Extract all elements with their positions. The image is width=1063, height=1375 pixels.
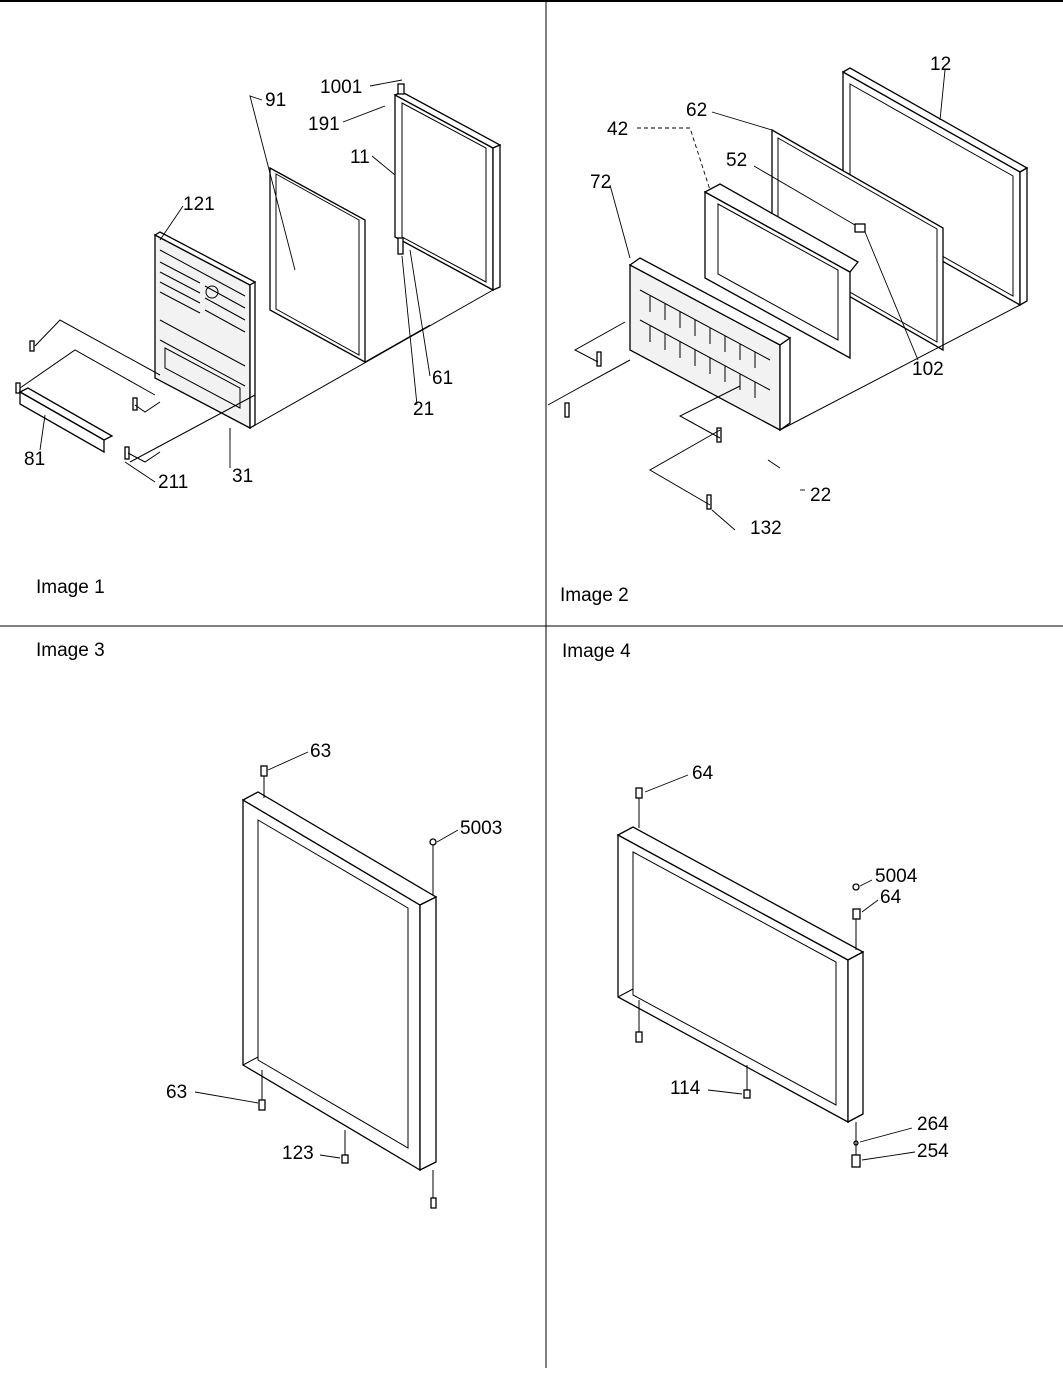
callout-81: 81 [24, 449, 45, 470]
callout-21: 21 [413, 399, 434, 420]
callout-1001: 1001 [320, 77, 362, 98]
callout-12: 12 [930, 54, 951, 75]
door-gasket-91 [269, 166, 366, 364]
panel-image-4: Image 4 [562, 641, 949, 1168]
leader-lines [39, 79, 431, 483]
door-liner-121 [153, 231, 257, 430]
callout-63-bottom: 63 [166, 1082, 187, 1103]
callout-62: 62 [686, 100, 707, 121]
freezer-hardware [564, 223, 866, 510]
freezer-liner-72 [628, 257, 792, 432]
callout-102: 102 [912, 359, 944, 380]
callout-72: 72 [590, 172, 611, 193]
callout-61: 61 [432, 368, 453, 389]
panel-caption: Image 2 [560, 585, 629, 606]
callout-121: 121 [183, 194, 215, 215]
callout-11: 11 [350, 147, 370, 168]
panel-caption: Image 1 [36, 577, 105, 598]
inner-frame-42 [703, 183, 859, 360]
assembly-lines [19, 289, 494, 463]
callout-labels: 64 5004 64 114 264 254 [670, 763, 949, 1162]
panel-caption: Image 3 [36, 640, 105, 661]
leader-lines [644, 774, 916, 1161]
hinge-hardware [15, 83, 405, 460]
leader-lines [194, 751, 459, 1159]
assembly-lines [547, 304, 1021, 506]
callout-132: 132 [750, 518, 782, 539]
door-handle-81 [18, 387, 114, 454]
callout-22: 22 [810, 485, 831, 506]
callout-52: 52 [726, 150, 747, 171]
callout-labels: 63 5003 63 123 [166, 741, 502, 1164]
callout-64-side: 64 [880, 887, 902, 908]
callout-91: 91 [265, 90, 286, 111]
callout-31: 31 [232, 466, 253, 487]
callout-labels: 12 62 42 52 72 102 22 132 [590, 54, 951, 539]
callout-191: 191 [308, 114, 340, 135]
callout-211: 211 [158, 472, 188, 493]
callout-264: 264 [917, 1114, 949, 1135]
freezer-door-hardware [635, 787, 861, 1168]
callout-64-top: 64 [692, 763, 714, 784]
panel-image-1: Image 1 [15, 77, 502, 598]
door-hardware [258, 765, 437, 1209]
fresh-food-door-frame [241, 791, 438, 1172]
panel-image-3: Image 3 [36, 640, 502, 1209]
callout-42: 42 [607, 119, 628, 140]
panel-image-2: Image 2 [547, 54, 1029, 606]
callout-5003: 5003 [460, 818, 502, 839]
callout-63-top: 63 [310, 741, 331, 762]
leader-lines [609, 69, 946, 531]
callout-5004: 5004 [875, 866, 918, 887]
callout-123: 123 [282, 1143, 314, 1164]
freezer-gasket-62 [771, 128, 944, 352]
door-frame-11 [393, 91, 502, 292]
callout-114: 114 [670, 1078, 701, 1099]
freezer-door-frame [616, 826, 865, 1124]
callout-254: 254 [917, 1141, 949, 1162]
panel-caption: Image 4 [562, 641, 631, 662]
callout-labels: 1001 91 191 11 121 61 21 81 211 31 [24, 77, 453, 493]
